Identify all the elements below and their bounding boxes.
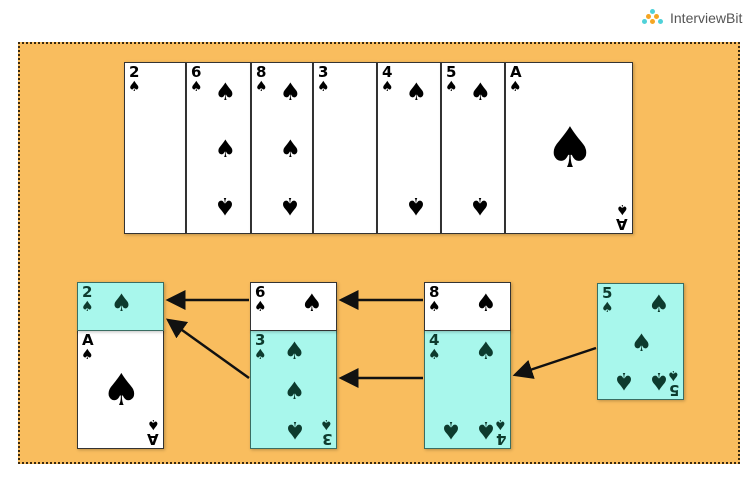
spade-pip-icon: ♠ bbox=[630, 328, 653, 357]
card-rank: 8 bbox=[429, 283, 440, 301]
card-rank: 4 bbox=[429, 331, 440, 349]
interviewbit-logo: InterviewBit bbox=[640, 9, 742, 27]
card-rank: 6 bbox=[255, 283, 266, 301]
card-2-of-spades: 2♠♠ bbox=[77, 282, 164, 331]
card-6-of-spades: 6♠♠♠♠ bbox=[186, 62, 251, 234]
spade-icon: ♠ bbox=[428, 299, 441, 315]
card-rank: 5 bbox=[446, 63, 457, 81]
spade-icon: ♠ bbox=[509, 79, 522, 95]
spade-icon: ♠ bbox=[601, 300, 614, 316]
card-4-of-spades: 4♠♠♠♠4♠ bbox=[424, 330, 511, 449]
card-rank: 2 bbox=[82, 283, 93, 301]
card-6-of-spades: 6♠♠ bbox=[250, 282, 337, 331]
spade-icon: ♠ bbox=[81, 347, 94, 363]
card-rank: 4 bbox=[382, 63, 393, 81]
card-A-of-spades: A♠♠A♠ bbox=[505, 62, 633, 234]
card-3-of-spades: 3♠♠♠♠3♠ bbox=[250, 330, 337, 449]
spade-pip-icon: ♠ bbox=[279, 135, 302, 163]
spade-pip-icon: ♠ bbox=[279, 78, 302, 107]
arrow bbox=[512, 346, 597, 379]
spade-icon: ♠ bbox=[445, 79, 458, 95]
spade-pip-icon: ♠ bbox=[283, 376, 306, 405]
spade-icon: ♠ bbox=[81, 299, 94, 315]
logo-icon bbox=[640, 9, 666, 27]
card-3-of-spades: 3♠ bbox=[313, 62, 377, 234]
card-A-of-spades: A♠♠A♠ bbox=[77, 330, 164, 449]
spade-icon: ♠ bbox=[128, 79, 141, 95]
logo-text: InterviewBit bbox=[670, 10, 743, 26]
spade-pip-icon: ♠ bbox=[301, 288, 323, 317]
card-rank: 2 bbox=[129, 63, 140, 81]
card-rank: 6 bbox=[191, 63, 202, 81]
spade-pip-icon: ♠ bbox=[110, 288, 133, 317]
spade-icon: ♠ bbox=[190, 79, 203, 95]
card-5-of-spades: 5♠♠♠ bbox=[441, 62, 505, 234]
spade-pip-icon: ♠ bbox=[475, 288, 497, 317]
arrow bbox=[165, 318, 250, 380]
spade-pip-icon: ♠ bbox=[405, 78, 428, 107]
spade-pip-icon: ♠ bbox=[283, 337, 306, 366]
card-rank: A bbox=[82, 331, 94, 349]
card-2-of-spades: 2♠ bbox=[124, 62, 186, 234]
card-rank: 8 bbox=[256, 63, 267, 81]
card-5-of-spades: 5♠♠♠♠♠5♠ bbox=[597, 283, 684, 400]
spade-icon: ♠ bbox=[428, 347, 441, 363]
spade-icon: ♠ bbox=[317, 79, 330, 95]
card-rank: 3 bbox=[318, 63, 329, 81]
card-rank: A bbox=[510, 63, 522, 81]
card-8-of-spades: 8♠♠ bbox=[424, 282, 511, 331]
card-rank: 5 bbox=[602, 284, 613, 302]
card-4-of-spades: 4♠♠♠ bbox=[377, 62, 441, 234]
spade-icon: ♠ bbox=[381, 79, 394, 95]
spade-icon: ♠ bbox=[255, 79, 268, 95]
card-8-of-spades: 8♠♠♠♠ bbox=[251, 62, 313, 234]
spade-pip-icon: ♠ bbox=[469, 78, 492, 107]
spade-pip-icon: ♠ bbox=[214, 135, 237, 163]
spade-pip-icon: ♠ bbox=[648, 289, 670, 318]
spade-pip-icon: ♠ bbox=[475, 337, 497, 366]
spade-pip-icon: ♠ bbox=[214, 78, 237, 107]
card-rank: 3 bbox=[255, 331, 266, 349]
spade-icon: ♠ bbox=[254, 347, 267, 363]
spade-icon: ♠ bbox=[254, 299, 267, 315]
